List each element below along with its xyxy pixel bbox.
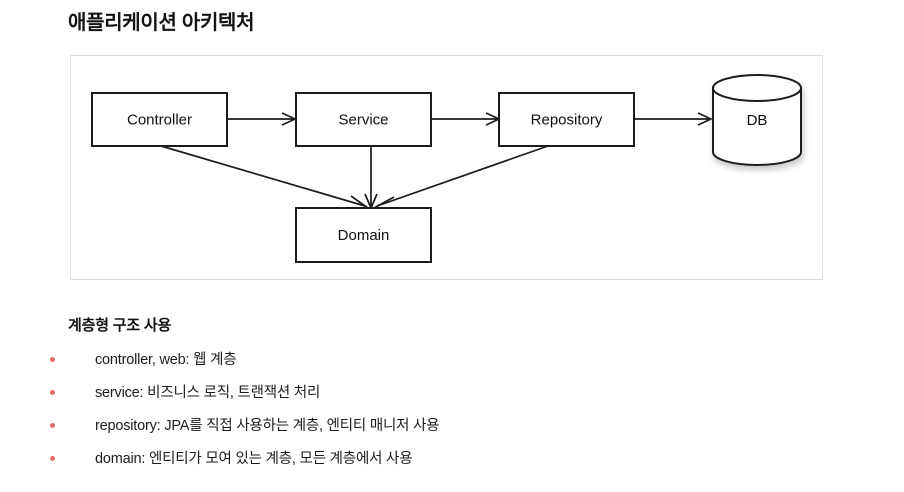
bullet-icon <box>50 423 55 428</box>
node-service-label: Service <box>338 111 388 128</box>
node-db-label: DB <box>747 112 768 129</box>
node-db[interactable]: DB <box>712 74 802 166</box>
list-item: domain: 엔티티가 모여 있는 계층, 모든 계층에서 사용 <box>50 443 828 476</box>
node-domain[interactable]: Domain <box>295 207 432 263</box>
list-item: controller, web: 웹 계층 <box>50 344 828 377</box>
notes-heading: 계층형 구조 사용 <box>68 317 172 334</box>
node-repository[interactable]: Repository <box>498 92 635 147</box>
list-item-text: repository: JPA를 직접 사용하는 계층, 엔티티 매니저 사용 <box>95 418 440 434</box>
edge-service-to-domain <box>364 146 378 211</box>
node-service[interactable]: Service <box>295 92 432 147</box>
edge-service-to-repository <box>431 112 502 126</box>
page-title: 애플리케이션 아키텍처 <box>68 12 255 34</box>
node-controller[interactable]: Controller <box>91 92 228 147</box>
list-item: repository: JPA를 직접 사용하는 계층, 엔티티 매니저 사용 <box>50 410 828 443</box>
edge-controller-to-service <box>227 112 298 126</box>
edge-repository-to-domain <box>370 145 549 210</box>
list-item-text: controller, web: 웹 계층 <box>95 352 237 368</box>
node-domain-label: Domain <box>338 227 390 244</box>
list-item-text: service: 비즈니스 로직, 트랜잭션 처리 <box>95 385 321 401</box>
node-repository-label: Repository <box>531 111 603 128</box>
list-item: service: 비즈니스 로직, 트랜잭션 처리 <box>50 377 828 410</box>
bullet-icon <box>50 390 55 395</box>
notes-list: controller, web: 웹 계층 service: 비즈니스 로직, … <box>50 344 828 476</box>
edge-controller-to-domain <box>160 145 371 210</box>
edge-repository-to-db <box>634 112 714 126</box>
bullet-icon <box>50 357 55 362</box>
node-controller-label: Controller <box>127 111 192 128</box>
list-item-text: domain: 엔티티가 모여 있는 계층, 모든 계층에서 사용 <box>95 451 413 467</box>
architecture-diagram-svg: Controller Service Repository DB Domain <box>91 74 802 263</box>
architecture-diagram-panel: Controller Service Repository DB Domain <box>70 55 823 280</box>
bullet-icon <box>50 456 55 461</box>
notes-section: 계층형 구조 사용 controller, web: 웹 계층 service:… <box>50 316 828 476</box>
